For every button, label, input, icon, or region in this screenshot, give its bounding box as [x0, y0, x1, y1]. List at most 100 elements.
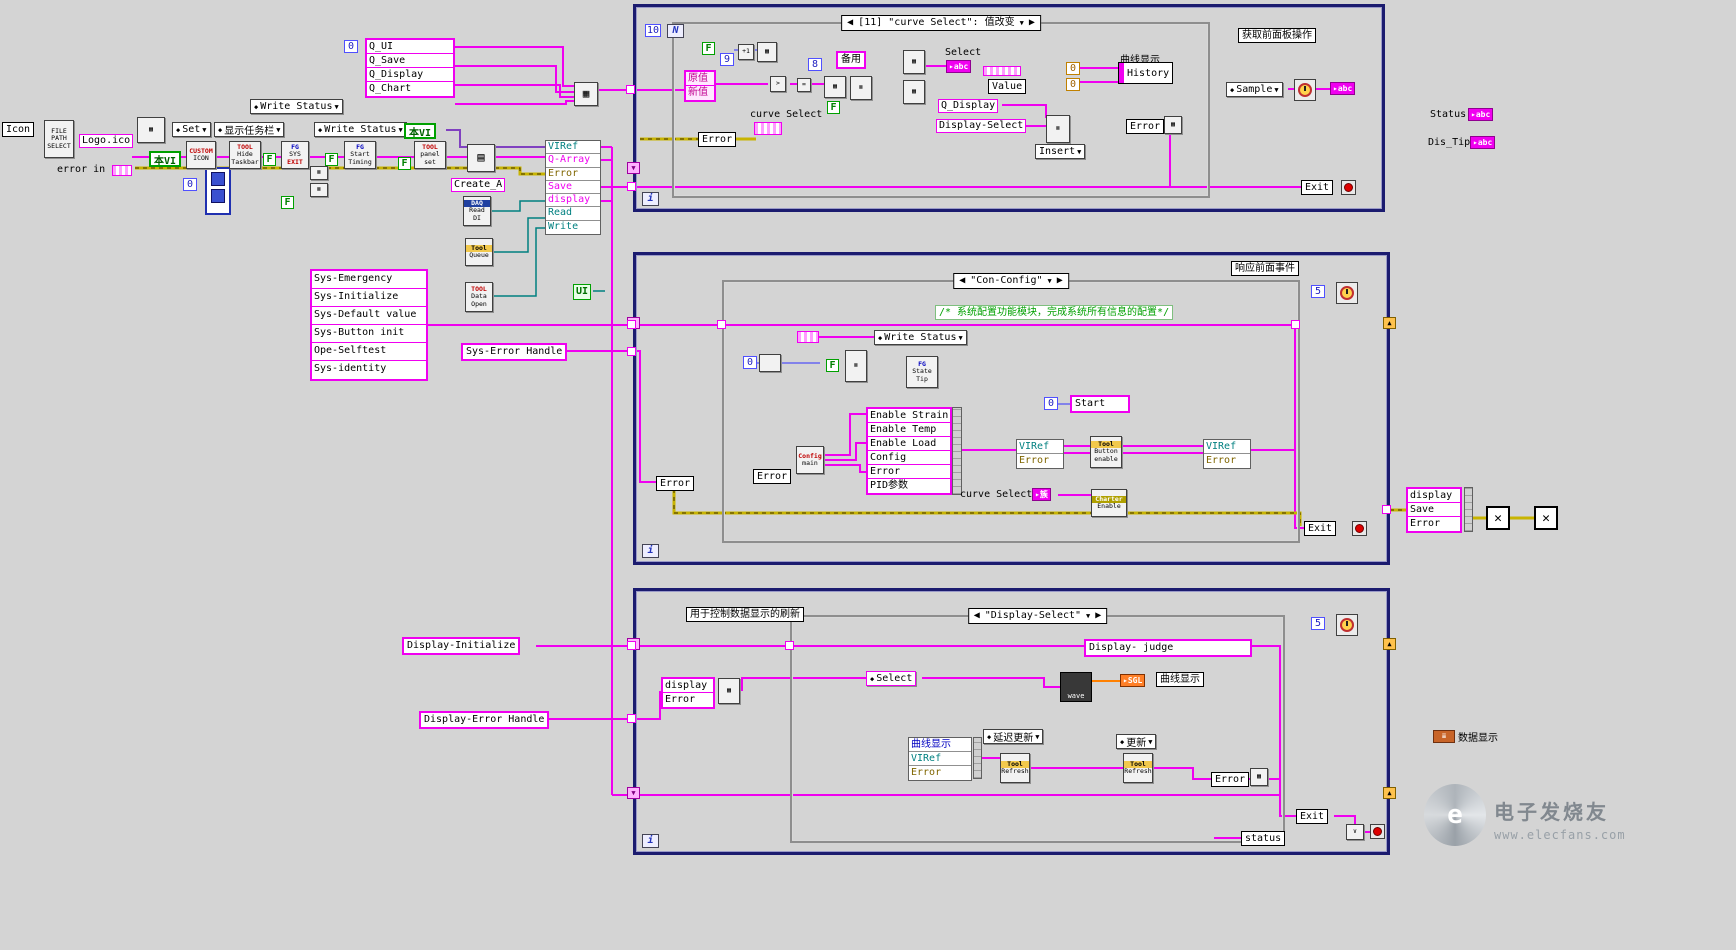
zero-constant[interactable]: 0: [183, 178, 197, 191]
logo-path-constant[interactable]: Logo.ico: [79, 134, 134, 148]
queue-name[interactable]: Q_Display: [367, 68, 453, 82]
array-node[interactable]: ▦: [903, 80, 925, 104]
set-ring[interactable]: ◆ Set ▼: [172, 122, 211, 137]
write-status-ring-loop2[interactable]: ◆ Write Status ▼: [874, 330, 967, 345]
show-taskbar-ring[interactable]: ◆ 显示任务栏 ▼: [214, 122, 285, 137]
bundle-element[interactable]: display: [546, 194, 600, 208]
viref-error-bundle[interactable]: VIRef Error: [1203, 439, 1251, 469]
delay-update-ring[interactable]: ◆ 延迟更新 ▼: [983, 729, 1044, 744]
tool-refresh-node[interactable]: Tool Refresh: [1000, 753, 1030, 783]
eight-constant[interactable]: 8: [808, 58, 822, 71]
fg-start-timing-node[interactable]: FG Start Timing: [344, 141, 376, 169]
config-main-node[interactable]: Config main: [796, 446, 824, 474]
zero-constant[interactable]: 0: [1044, 397, 1058, 410]
wait-ms-node[interactable]: [1336, 614, 1358, 636]
or-node[interactable]: ∨: [1346, 824, 1364, 840]
multi-listbox-node[interactable]: ≣: [1046, 115, 1070, 143]
build-array-node[interactable]: ▦: [574, 82, 598, 106]
right-arrow-icon[interactable]: ▶: [1056, 275, 1063, 286]
loop1-count-constant[interactable]: 10: [645, 24, 662, 37]
display-initialize-constant[interactable]: Display-Initialize: [402, 637, 521, 655]
loop1-iteration-terminal[interactable]: i: [642, 192, 659, 206]
zero-constant[interactable]: 0: [1066, 78, 1080, 91]
stop-led[interactable]: [1352, 521, 1367, 536]
select-function-node[interactable]: ≣: [850, 76, 872, 100]
sys-task-name[interactable]: Sys-Emergency: [312, 271, 426, 289]
close-reference-node[interactable]: ✕: [1486, 506, 1510, 530]
tool-hide-taskbar-node[interactable]: TOOL Hide Taskbar: [229, 141, 261, 169]
bundle-node-bar[interactable]: [952, 407, 962, 495]
dropdown-icon[interactable]: ▼: [1047, 277, 1052, 285]
equal-node[interactable]: =: [797, 78, 811, 92]
create-a-label[interactable]: Create_A: [451, 178, 506, 192]
zero-constant[interactable]: 0: [344, 40, 358, 53]
enum-constant[interactable]: [759, 354, 781, 372]
bundle-element[interactable]: Q-Array: [546, 154, 600, 168]
sys-task-name[interactable]: Sys-Default value: [312, 307, 426, 325]
sys-task-name[interactable]: Sys-Button init: [312, 325, 426, 343]
sys-error-handle-constant[interactable]: Sys-Error Handle: [461, 343, 568, 361]
bundle-element[interactable]: display: [1408, 489, 1460, 503]
display-judge-constant[interactable]: Display- judge: [1084, 639, 1252, 657]
dropdown-icon[interactable]: ▼: [1086, 612, 1091, 620]
false-constant[interactable]: F: [826, 359, 839, 372]
loop2-iteration-terminal[interactable]: i: [642, 544, 659, 558]
dis-tip-string-terminal[interactable]: ▸abc: [1470, 136, 1496, 149]
charter-enable-node[interactable]: Charter Enable: [1091, 489, 1127, 517]
merge-errors-node[interactable]: ▦: [1250, 768, 1268, 786]
bundle-element[interactable]: Read: [546, 207, 600, 221]
array-subset-node[interactable]: ▦: [824, 76, 846, 98]
tool-data-open-node[interactable]: TOOL Data Open: [465, 282, 493, 312]
shift-register-right[interactable]: ▲: [1383, 638, 1396, 650]
waveform-node[interactable]: wave: [1060, 672, 1092, 702]
bundle-element[interactable]: Error: [1410, 518, 1441, 529]
bundle-element[interactable]: Error: [546, 168, 600, 181]
bundle-element[interactable]: VIRef: [909, 752, 971, 766]
false-constant[interactable]: F: [827, 101, 840, 114]
fg-sys-exit-node[interactable]: FG SYS EXIT: [281, 141, 309, 169]
ui-reference-node[interactable]: UI: [573, 284, 592, 300]
bundle-element[interactable]: VIRef: [546, 141, 600, 155]
curve-select-terminal[interactable]: [754, 122, 782, 135]
panel-window-icon[interactable]: [205, 167, 231, 215]
write-status-local-variable[interactable]: [797, 331, 819, 343]
display-select-constant[interactable]: Display-Select: [936, 119, 1027, 133]
queue-name[interactable]: Q_Save: [367, 54, 453, 68]
tool-queue-node[interactable]: Tool Queue: [465, 238, 493, 266]
bundle-element[interactable]: display: [663, 679, 713, 693]
increment-node[interactable]: +1: [738, 44, 754, 60]
string-array-terminal[interactable]: [983, 66, 1021, 76]
string-terminal[interactable]: ▸abc: [1330, 82, 1356, 95]
queue-name[interactable]: Q_UI: [367, 40, 453, 54]
close-reference-node[interactable]: ✕: [1534, 506, 1558, 530]
greater-than-node[interactable]: >: [770, 76, 786, 92]
sys-task-name[interactable]: Sys-identity: [314, 363, 387, 374]
bundle-element[interactable]: Save: [1408, 503, 1460, 517]
property-node[interactable]: ≣: [845, 350, 867, 382]
five-constant[interactable]: 5: [1311, 285, 1325, 298]
write-status-ring-top[interactable]: ◆ Write Status ▼: [250, 99, 343, 114]
bundle-element[interactable]: Error: [868, 465, 950, 479]
daq-read-di-node[interactable]: DAQ Read DI: [463, 196, 491, 226]
custom-icon-node[interactable]: CUSTOM ICON: [186, 141, 216, 169]
bundle-element[interactable]: Error: [911, 767, 942, 778]
error-in-terminal[interactable]: [112, 165, 132, 176]
sys-task-name[interactable]: Sys-Initialize: [312, 289, 426, 307]
left-arrow-icon[interactable]: ◀: [847, 17, 854, 28]
bundle-node-bar[interactable]: [973, 737, 982, 779]
merge-errors-node[interactable]: ▦: [1164, 116, 1182, 134]
tool-panel-set-node[interactable]: TOOL panel set: [414, 141, 446, 169]
false-constant[interactable]: F: [263, 153, 276, 166]
history-terminal[interactable]: History: [1118, 62, 1174, 84]
stop-led[interactable]: [1370, 824, 1385, 839]
insert-ring[interactable]: Insert ▼: [1035, 144, 1086, 159]
index-array-node[interactable]: ▦: [757, 42, 777, 62]
cluster-terminal[interactable]: ▸簇: [1032, 488, 1051, 501]
five-constant[interactable]: 5: [1311, 617, 1325, 630]
